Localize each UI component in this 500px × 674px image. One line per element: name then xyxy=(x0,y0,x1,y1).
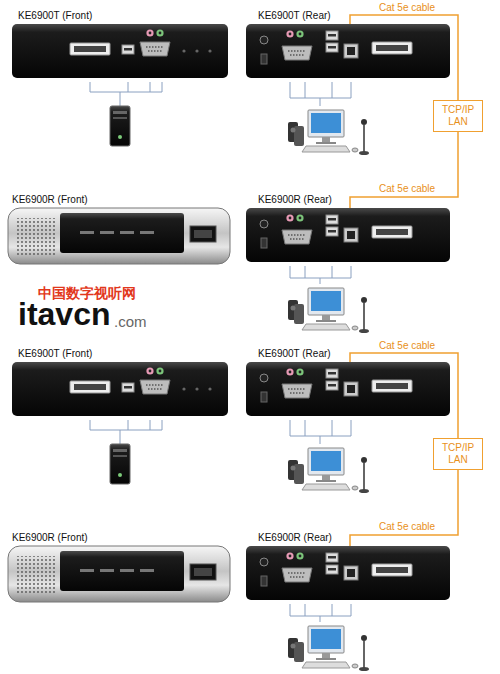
cable-label: Cat 5e cable xyxy=(378,521,436,533)
device-title: KE6900T (Front) xyxy=(18,10,92,22)
cat5e-cable xyxy=(350,470,458,546)
network-box: TCP/IP LAN xyxy=(433,438,483,470)
cat5e-cable xyxy=(350,353,458,438)
network-label: TCP/IP LAN xyxy=(436,442,480,466)
receiver-front: KE6900R (Front) xyxy=(8,208,230,264)
receiver-front: KE6900R (Front) xyxy=(8,546,230,602)
transmitter-rear: KE6900T (Rear) xyxy=(246,24,450,78)
watermark: itavcn xyxy=(18,298,110,330)
receiver-rear: KE6900R (Rear) xyxy=(246,546,450,600)
device-title: KE6900T (Rear) xyxy=(258,348,331,360)
network-label: TCP/IP LAN xyxy=(436,104,480,128)
transmitter-front: KE6900T (Front) xyxy=(12,24,228,78)
device-title: KE6900R (Rear) xyxy=(258,194,332,206)
watermark: .com xyxy=(114,314,147,329)
device-title: KE6900R (Rear) xyxy=(258,532,332,544)
transmitter-front: KE6900T (Front) xyxy=(12,362,228,416)
device-title: KE6900R (Front) xyxy=(12,194,88,206)
device-title: KE6900T (Front) xyxy=(18,348,92,360)
network-box: TCP/IP LAN xyxy=(433,100,483,132)
receiver-rear: KE6900R (Rear) xyxy=(246,208,450,262)
cable-label: Cat 5e cable xyxy=(378,183,436,195)
kvm-extender-set xyxy=(8,362,450,671)
cat5e-cable xyxy=(350,132,458,208)
device-title: KE6900T (Rear) xyxy=(258,10,331,22)
device-title: KE6900R (Front) xyxy=(12,532,88,544)
transmitter-rear: KE6900T (Rear) xyxy=(246,362,450,416)
cat5e-cable xyxy=(350,15,458,100)
cable-label: Cat 5e cable xyxy=(378,340,436,352)
cable-label: Cat 5e cable xyxy=(378,2,436,14)
kvm-extender-set xyxy=(8,24,450,333)
